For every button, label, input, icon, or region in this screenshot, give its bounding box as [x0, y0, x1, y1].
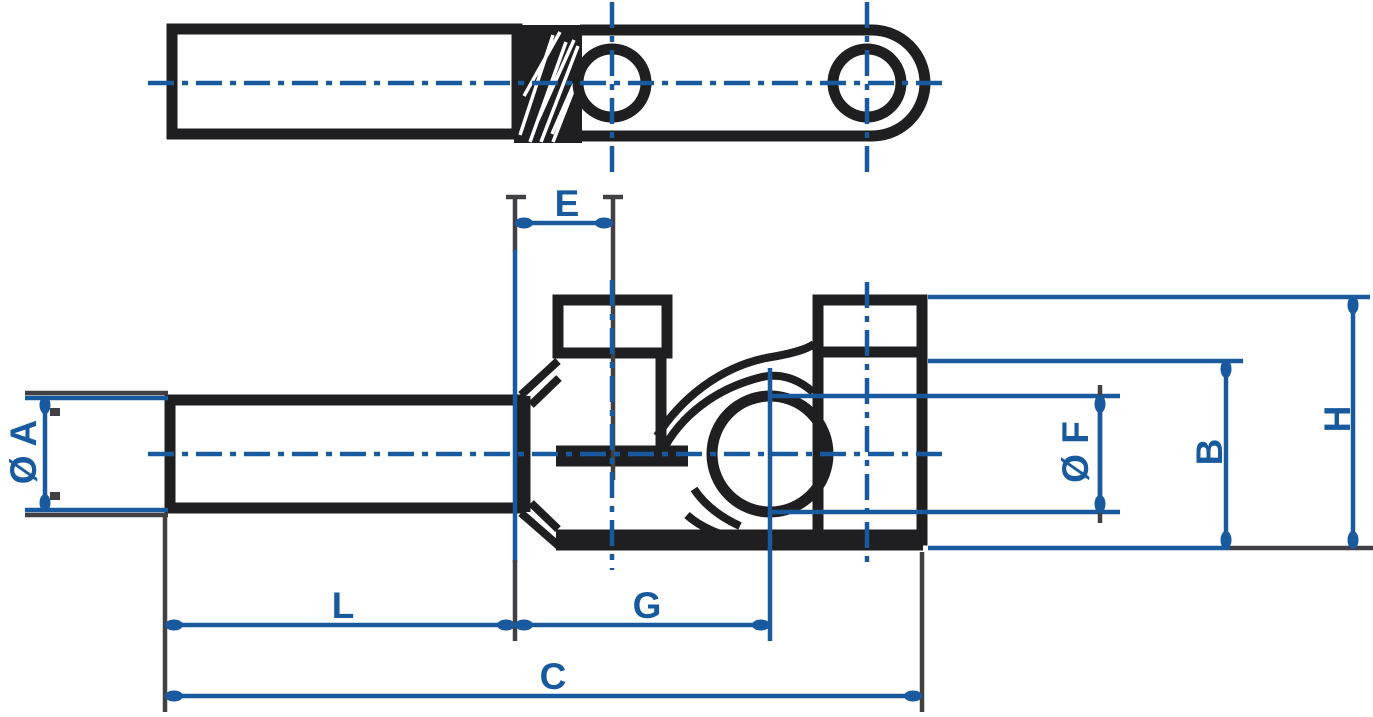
dimension-arrow — [165, 619, 183, 631]
upper-cone-inner-edge — [528, 375, 562, 408]
upper-cone-edge — [518, 358, 561, 398]
dimension-arrow — [1220, 531, 1232, 549]
dimension-arrow — [515, 619, 533, 631]
dimension-a-label: Ø A — [3, 420, 44, 484]
dimension-f-label: Ø F — [1055, 421, 1096, 483]
dimension-c: C — [165, 552, 925, 712]
dimension-arrow — [1347, 296, 1359, 314]
dimension-arrow — [497, 619, 515, 631]
dimension-a: Ø A — [3, 390, 168, 518]
dimension-b-label: B — [1189, 439, 1230, 466]
dimension-arrow — [1094, 495, 1106, 513]
dimension-c-label: C — [540, 656, 567, 697]
lower-cone-inner-edge — [528, 500, 561, 532]
dimension-arrow — [752, 619, 770, 631]
dimension-l-label: L — [332, 585, 355, 626]
dimension-arrow — [165, 690, 183, 702]
arrow-tick — [50, 408, 60, 416]
arrow-tick — [50, 492, 60, 500]
dimension-arrow — [1094, 395, 1106, 413]
top-view — [148, 2, 944, 172]
dimension-e: E — [506, 183, 623, 641]
dimension-arrow — [1347, 531, 1359, 549]
eye-boss-outer-arc — [653, 340, 817, 439]
right-block-outline — [812, 294, 928, 546]
front-view — [148, 196, 944, 570]
dimension-arrow — [1220, 360, 1232, 378]
dimension-arrow — [39, 494, 51, 512]
dimension-arrow — [904, 690, 922, 702]
dimension-b: B — [928, 358, 1243, 549]
lower-cone-edge — [518, 509, 563, 551]
dimension-arrow — [515, 217, 533, 229]
dimension-e-label: E — [555, 183, 580, 224]
dimension-g-label: G — [633, 585, 662, 626]
dimension-f: Ø F — [770, 385, 1120, 523]
dimension-arrow — [595, 217, 613, 229]
dimension-g: G — [515, 368, 773, 641]
dimension-h: H — [928, 294, 1373, 551]
eye-boss-chamfer-arc — [658, 371, 816, 454]
dimension-h-label: H — [1317, 406, 1358, 433]
dimension-l: L — [162, 515, 515, 712]
eye-boss-chamfer-arc-bottom — [690, 486, 742, 530]
dimension-arrow — [39, 396, 51, 414]
